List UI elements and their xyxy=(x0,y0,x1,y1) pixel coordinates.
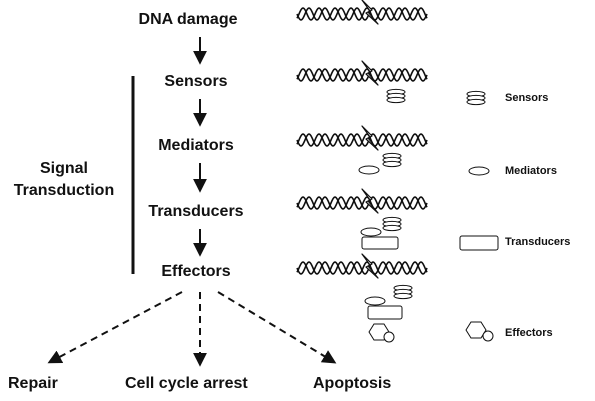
step-effectors: Effectors xyxy=(161,263,231,280)
dna-helix xyxy=(296,0,428,25)
transducer-legend-icon xyxy=(459,235,499,251)
signal-transduction-label: Signal Transduction xyxy=(2,158,126,202)
arrow-to-apoptosis xyxy=(217,291,337,364)
step-sensors: Sensors xyxy=(164,73,228,90)
effector-legend-icon xyxy=(465,321,494,342)
complex-sensors xyxy=(386,88,406,104)
outcome-arrest: Cell cycle arrest xyxy=(125,375,248,392)
step-transducers: Transducers xyxy=(148,203,244,220)
sensor-legend-icon xyxy=(466,90,486,106)
complex-transducers xyxy=(360,216,402,250)
dna-helix xyxy=(296,125,428,151)
outcome-repair: Repair xyxy=(8,375,58,392)
legend-effectors-label: Effectors xyxy=(505,327,553,339)
outcome-apoptosis: Apoptosis xyxy=(313,375,392,392)
legend-sensors-label: Sensors xyxy=(505,92,549,104)
legend-transducers-label: Transducers xyxy=(505,236,571,248)
mediator-legend-icon xyxy=(468,166,490,176)
signal-label-line2: Transduction xyxy=(13,182,115,199)
legend-icons xyxy=(459,90,499,342)
step-dna-damage: DNA damage xyxy=(138,11,238,28)
dna-helix xyxy=(296,253,428,279)
outcome-arrows xyxy=(47,291,337,367)
dna-helix xyxy=(296,60,428,86)
legend-mediators-label: Mediators xyxy=(505,165,557,177)
signal-label-line1: Signal xyxy=(39,160,88,177)
complex-effectors xyxy=(364,284,413,343)
dna-helices xyxy=(296,0,428,279)
complex-mediators xyxy=(358,152,402,175)
arrow-to-repair xyxy=(47,291,183,364)
dna-helix xyxy=(296,188,428,214)
step-mediators: Mediators xyxy=(158,137,234,154)
